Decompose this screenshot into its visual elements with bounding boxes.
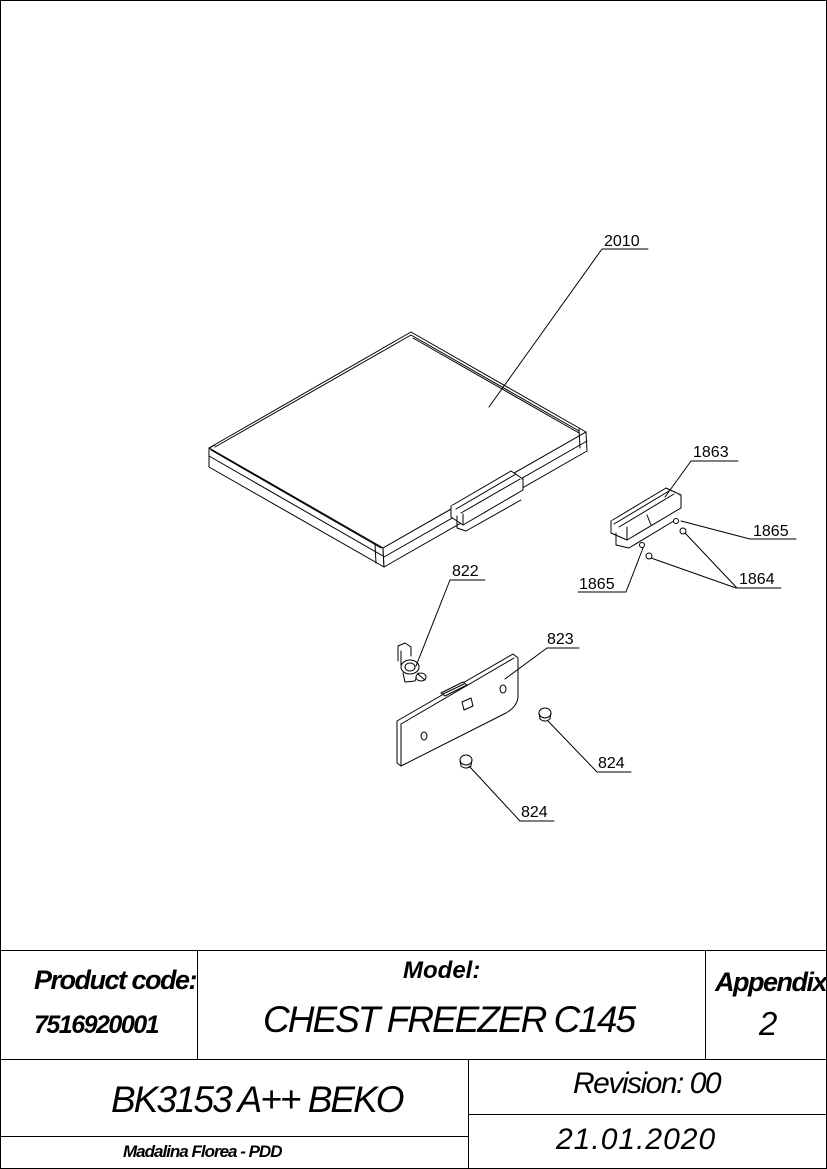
product-code-value: 7516920001	[34, 1011, 160, 1039]
plugs	[459, 707, 552, 769]
label-washer: 1864	[739, 571, 775, 588]
label-lid: 2010	[604, 233, 640, 250]
author: Madalina Florea - PDD	[123, 1142, 282, 1161]
freezer-lid	[208, 331, 588, 568]
model-value: CHEST FREEZER C145	[263, 999, 636, 1040]
revision-date: 21.01.2020	[556, 1123, 717, 1156]
label-screw-right: 1865	[753, 523, 789, 540]
revision: Revision: 00	[573, 1067, 722, 1100]
lock-plate	[396, 653, 519, 767]
screws-and-washers	[639, 518, 687, 560]
appendix-value: 2	[759, 1005, 778, 1042]
label-lock-plate: 823	[547, 631, 574, 648]
label-plug-lower: 824	[521, 804, 548, 821]
exploded-view-drawing: 2010 1863 1865 1864 1865 822 823 824 824	[208, 233, 797, 822]
handle-part	[610, 487, 682, 549]
label-plug-right: 824	[598, 755, 625, 772]
lock-cylinder	[397, 642, 427, 683]
product-code-label: Product code:	[34, 965, 198, 995]
appendix-label: Appendix:	[715, 967, 827, 997]
title-block: Product code: 7516920001 Model: CHEST FR…	[1, 950, 827, 1169]
leader-lines	[415, 248, 797, 822]
label-screw-left: 1865	[579, 576, 615, 593]
model-label: Model:	[403, 957, 481, 984]
label-handle: 1863	[693, 444, 729, 461]
label-lock: 822	[452, 563, 479, 580]
part-number-labels: 2010 1863 1865 1864 1865 822 823 824 824	[452, 233, 789, 821]
variant-name: BK3153 A++ BEKO	[111, 1079, 405, 1120]
